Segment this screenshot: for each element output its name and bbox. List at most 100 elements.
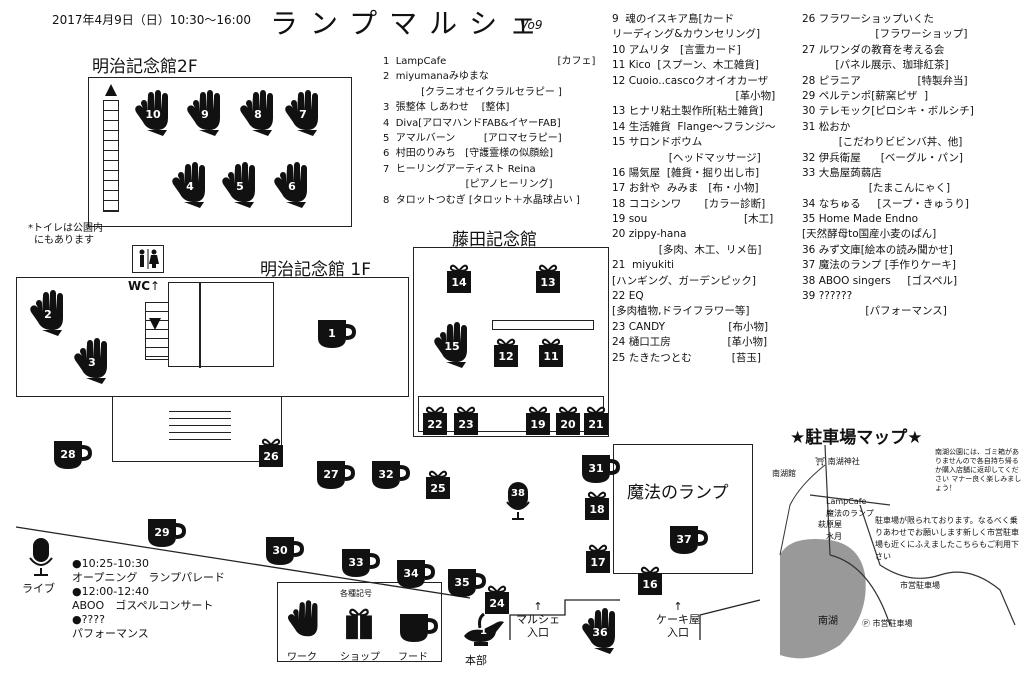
meiji-1f-label: 明治記念館 1F [260,260,371,280]
shop-gift-marker: 25 [425,469,451,499]
marker-number: 9 [201,108,209,121]
vendor-entry: 38 ABOO singers [ゴスペル] [802,274,958,287]
work-hand-marker: 7 [283,90,323,136]
vendor-entry: [フラワーショップ] [802,28,968,41]
parking-note-line: お願いします [915,528,963,537]
parking-title: ★駐車場マップ★ [790,428,923,448]
work-hand-marker: 15 [432,322,472,368]
vendor-entry: 36 みず文庫[絵本の読み聞かせ] [802,243,953,256]
marker-number: 3 [88,356,96,369]
meiji-1f-building [16,277,409,397]
vendor-entry: 3 張整体 しあわせ [整体] [383,102,510,114]
marker-number: 35 [454,576,470,589]
marker-number: 21 [588,418,604,431]
schedule-line: ●???? [72,613,105,626]
toilet-note-line2: にもあります [34,235,94,246]
vendor-entry: 32 伊兵衛屋 [ベーグル・パン] [802,151,963,164]
vendor-entry: 26 フラワーショップいくた [802,13,934,25]
mahou-label: 魔法のランプ [627,483,729,503]
vendor-list-1: 1 LampCafe [カフェ]2 miyumanaみゆまな [クラニオセイクラ… [383,54,595,208]
shop-gift-marker: 23 [453,405,479,435]
meiji-2f-label: 明治記念館2F [92,57,198,77]
vendor-entry: [多肉、木工、リメ缶] [612,243,762,256]
legend-box [277,582,442,662]
up-arrow-icon [105,84,117,96]
vendor-entry: [パネル展示、珈琲紅茶] [802,59,949,72]
marker-number: 16 [642,578,658,591]
vendor-entry: 17 お針や みみま [布・小物] [612,182,759,195]
marker-number: 4 [186,180,194,193]
marker-number: 2 [44,308,52,321]
shop-gift-marker: 11 [538,337,564,367]
vendor-entry: 27 ルワンダの教育を考える会 [802,43,945,56]
shop-gift-marker: 18 [584,490,610,520]
shop-gift-marker: 19 [525,405,551,435]
legend-work-label: ワーク [287,652,317,663]
parking-note-line: 近くにふえました [891,540,955,549]
event-date: 2017年4月9日（日）10:30〜16:00 [52,13,251,27]
work-hand-marker: 36 [580,608,620,654]
vendor-entry: [多肉植物,ドライフラワー等] [612,305,750,318]
shop-gift-marker: 12 [493,337,519,367]
marker-number: 11 [543,350,559,363]
shop-gift-marker: 17 [585,543,611,573]
honbu-label: 本部 [465,654,487,667]
vendor-entry: [天然酵母to国産小麦のぱん] [802,228,937,241]
marker-number: 22 [427,418,443,431]
vendor-entry: 4 Diva[アロマハンドFAB&イヤーFAB] [383,117,561,129]
marker-number: 17 [590,556,606,569]
marker-number: 31 [588,462,604,475]
marker-number: 6 [288,180,296,193]
vendor-entry: [ヘッドマッサージ] [612,151,761,164]
entrance-porch [112,397,282,462]
vendor-entry: 29 ペルテンポ[薪窯ピザ ] [802,89,929,102]
work-hand-marker: 4 [170,162,210,208]
meiji-1f-hall [168,282,274,368]
vendor-entry: 21 miyukiti [612,259,675,272]
parking-mahou-label: 魔法のランプ [826,509,874,518]
legend-shop-label: ショップ [340,652,380,663]
food-cup-marker: 32 [370,459,410,491]
shop-gift-marker: 21 [583,405,609,435]
work-hand-marker: 6 [272,162,312,208]
shop-gift-marker: 24 [484,584,510,614]
marker-number: 7 [299,108,307,121]
food-cup-marker: 35 [446,567,486,599]
work-hand-marker: 5 [220,162,260,208]
vendor-entry: 6 村田のりみち [守護霊様の似顔絵] [383,148,554,160]
marker-number: 37 [676,533,692,546]
vendor-entry: [ハンギング、ガーデンピック] [612,274,756,287]
parking-lot2-label: Ⓟ 市営駐車場 [862,619,913,628]
shop-gift-marker: 16 [637,565,663,595]
shop-gift-marker: 20 [555,405,581,435]
vendor-entry: [ピアノヒーリング] [383,179,553,191]
down-arrow-icon [149,318,161,330]
food-cup-marker: 30 [264,535,304,567]
vendor-entry: 15 サロンドボウム [612,136,703,149]
volume-label: Vo9 [520,18,543,32]
stage-mic-marker: 38 [505,482,531,522]
live-label: ライブ [22,582,55,595]
food-cup-marker: 28 [52,439,92,471]
live-mic-icon [28,538,54,578]
marker-number: 25 [430,482,446,495]
marker-number: 27 [323,468,339,481]
marker-number: 14 [451,276,467,289]
parking-note-line: ませんので各自持ち帰るか [935,457,1019,474]
wc-arrow-icon: ↑ [150,279,161,293]
schedule: ●10:25-10:30 オープニング ランプパレード ●12:00-12:40… [72,557,225,641]
schedule-line: パフォーマンス [72,627,149,640]
legend-gift-icon [345,606,373,644]
vendor-entry: 5 アマルバーン [アロマセラピー] [383,132,562,144]
fujita-label: 藤田記念館 [452,230,537,250]
toilet-icon [132,245,164,273]
vendor-entry: 11 Kico [スプーン、木工雑貨] [612,59,759,72]
parking-cafe-label: LampCafe [826,497,867,506]
schedule-line: ●12:00-12:40 [72,585,149,598]
cake-entrance: ↑ケーキ屋入口 [656,600,700,639]
parking-note-line: こちらもご利用下さい [875,540,1019,561]
marker-number: 20 [560,418,576,431]
vendor-entry: 18 ココシンワ [カラー診断] [612,197,766,210]
ground-lines [15,526,761,640]
vendor-entry: 16 陽気屋 [雑貨・掘り出し市] [612,166,760,179]
